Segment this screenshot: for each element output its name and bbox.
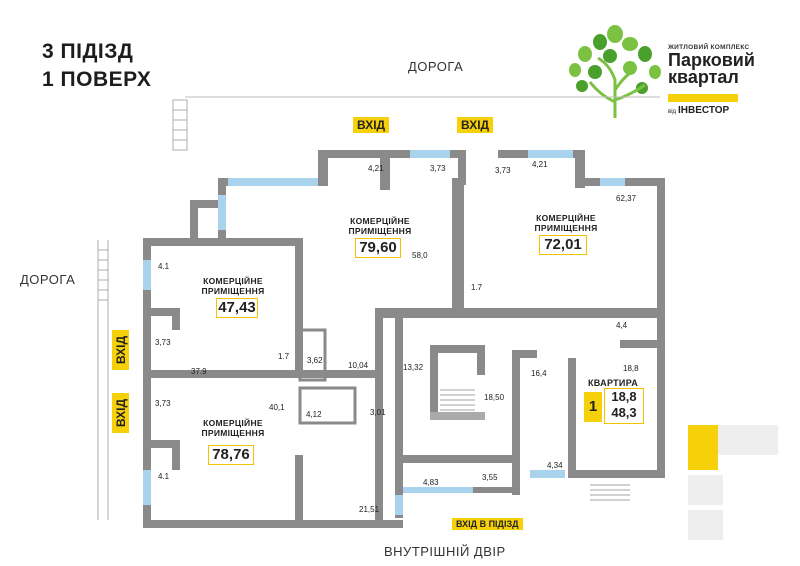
dim-label: 3,73 <box>430 164 446 173</box>
dim-label: 4.1 <box>158 472 170 481</box>
floor-title: 1 ПОВЕРХ <box>42 68 152 91</box>
dim-label: 4,21 <box>368 164 384 173</box>
entrance-title: 3 ПІДІЗД <box>42 40 134 63</box>
dim-label: 18,50 <box>484 393 505 402</box>
room-label-3: КОМЕРЦІЙНЕ ПРИМІЩЕННЯ <box>201 276 265 296</box>
dim-label: 4,12 <box>306 410 322 419</box>
dim-label: 13,32 <box>403 363 424 372</box>
dim-label: 1.7 <box>278 352 290 361</box>
dim-label: 3,01 <box>370 408 386 417</box>
dim-label: 3,62 <box>307 356 323 365</box>
dim-label: 16,4 <box>531 369 547 378</box>
dim-label: 4,34 <box>547 461 563 470</box>
room-label-2: КОМЕРЦІЙНЕ ПРИМІЩЕННЯ <box>534 213 598 233</box>
room-area-2: 72,01 <box>539 235 587 255</box>
entrance-label-3: ВХІД <box>112 330 129 370</box>
road-top-label: ДОРОГА <box>408 59 464 74</box>
apartment-label: КВАРТИРА <box>588 378 639 388</box>
entrance-label-4: ВХІД <box>112 393 129 433</box>
dim-label: 4,4 <box>616 321 628 330</box>
brand-tagline: ЖИТЛОВИЙ КОМПЛЕКС <box>668 44 750 51</box>
room-label-1: КОМЕРЦІЙНЕ ПРИМІЩЕННЯ <box>348 216 412 236</box>
entrance-label-2: ВХІД <box>457 117 494 133</box>
logo-tree-icon <box>569 25 661 118</box>
brand-name: Парковий квартал <box>668 50 755 87</box>
apartment-living-area: 18,8 <box>611 389 637 404</box>
room-area-4: 78,76 <box>208 445 254 465</box>
dim-label: 40,1 <box>269 403 285 412</box>
dim-label: 3,73 <box>155 399 171 408</box>
courtyard-label: ВНУТРІШНІЙ ДВІР <box>384 544 506 559</box>
dim-label: 58,0 <box>412 251 428 260</box>
room-label-4: КОМЕРЦІЙНЕ ПРИМІЩЕННЯ <box>201 418 265 438</box>
dim-label: 4,83 <box>423 478 439 487</box>
dim-label: 4,21 <box>532 160 548 169</box>
brand-name-line2: квартал <box>668 67 739 87</box>
dim-label: 37.9 <box>191 367 207 376</box>
apartment-areas: 18,8 48,3 <box>604 388 644 424</box>
apartment-number: 1 <box>584 392 602 422</box>
room-area-3: 47,43 <box>216 298 258 318</box>
dim-label: 62,37 <box>616 194 637 203</box>
entrance-label-1: ВХІД <box>353 117 390 133</box>
dim-label: 3,55 <box>482 473 498 482</box>
dim-label: 21,51 <box>359 505 380 514</box>
dim-label: 18,8 <box>623 364 639 373</box>
dim-label: 10,04 <box>348 361 369 370</box>
stairwell-entrance-label: ВХІД В ПІДІЗД <box>452 518 523 530</box>
apartment-total-area: 48,3 <box>611 405 637 420</box>
road-left-label: ДОРОГА <box>20 272 76 287</box>
dim-label: 3,73 <box>155 338 171 347</box>
room-area-1: 79,60 <box>355 238 401 258</box>
brand-name-line1: Парковий <box>668 50 755 70</box>
dim-label: 4.1 <box>158 262 170 271</box>
dim-label: 3,73 <box>495 166 511 175</box>
dim-label: 1.7 <box>471 283 483 292</box>
brand-bar <box>668 94 738 102</box>
